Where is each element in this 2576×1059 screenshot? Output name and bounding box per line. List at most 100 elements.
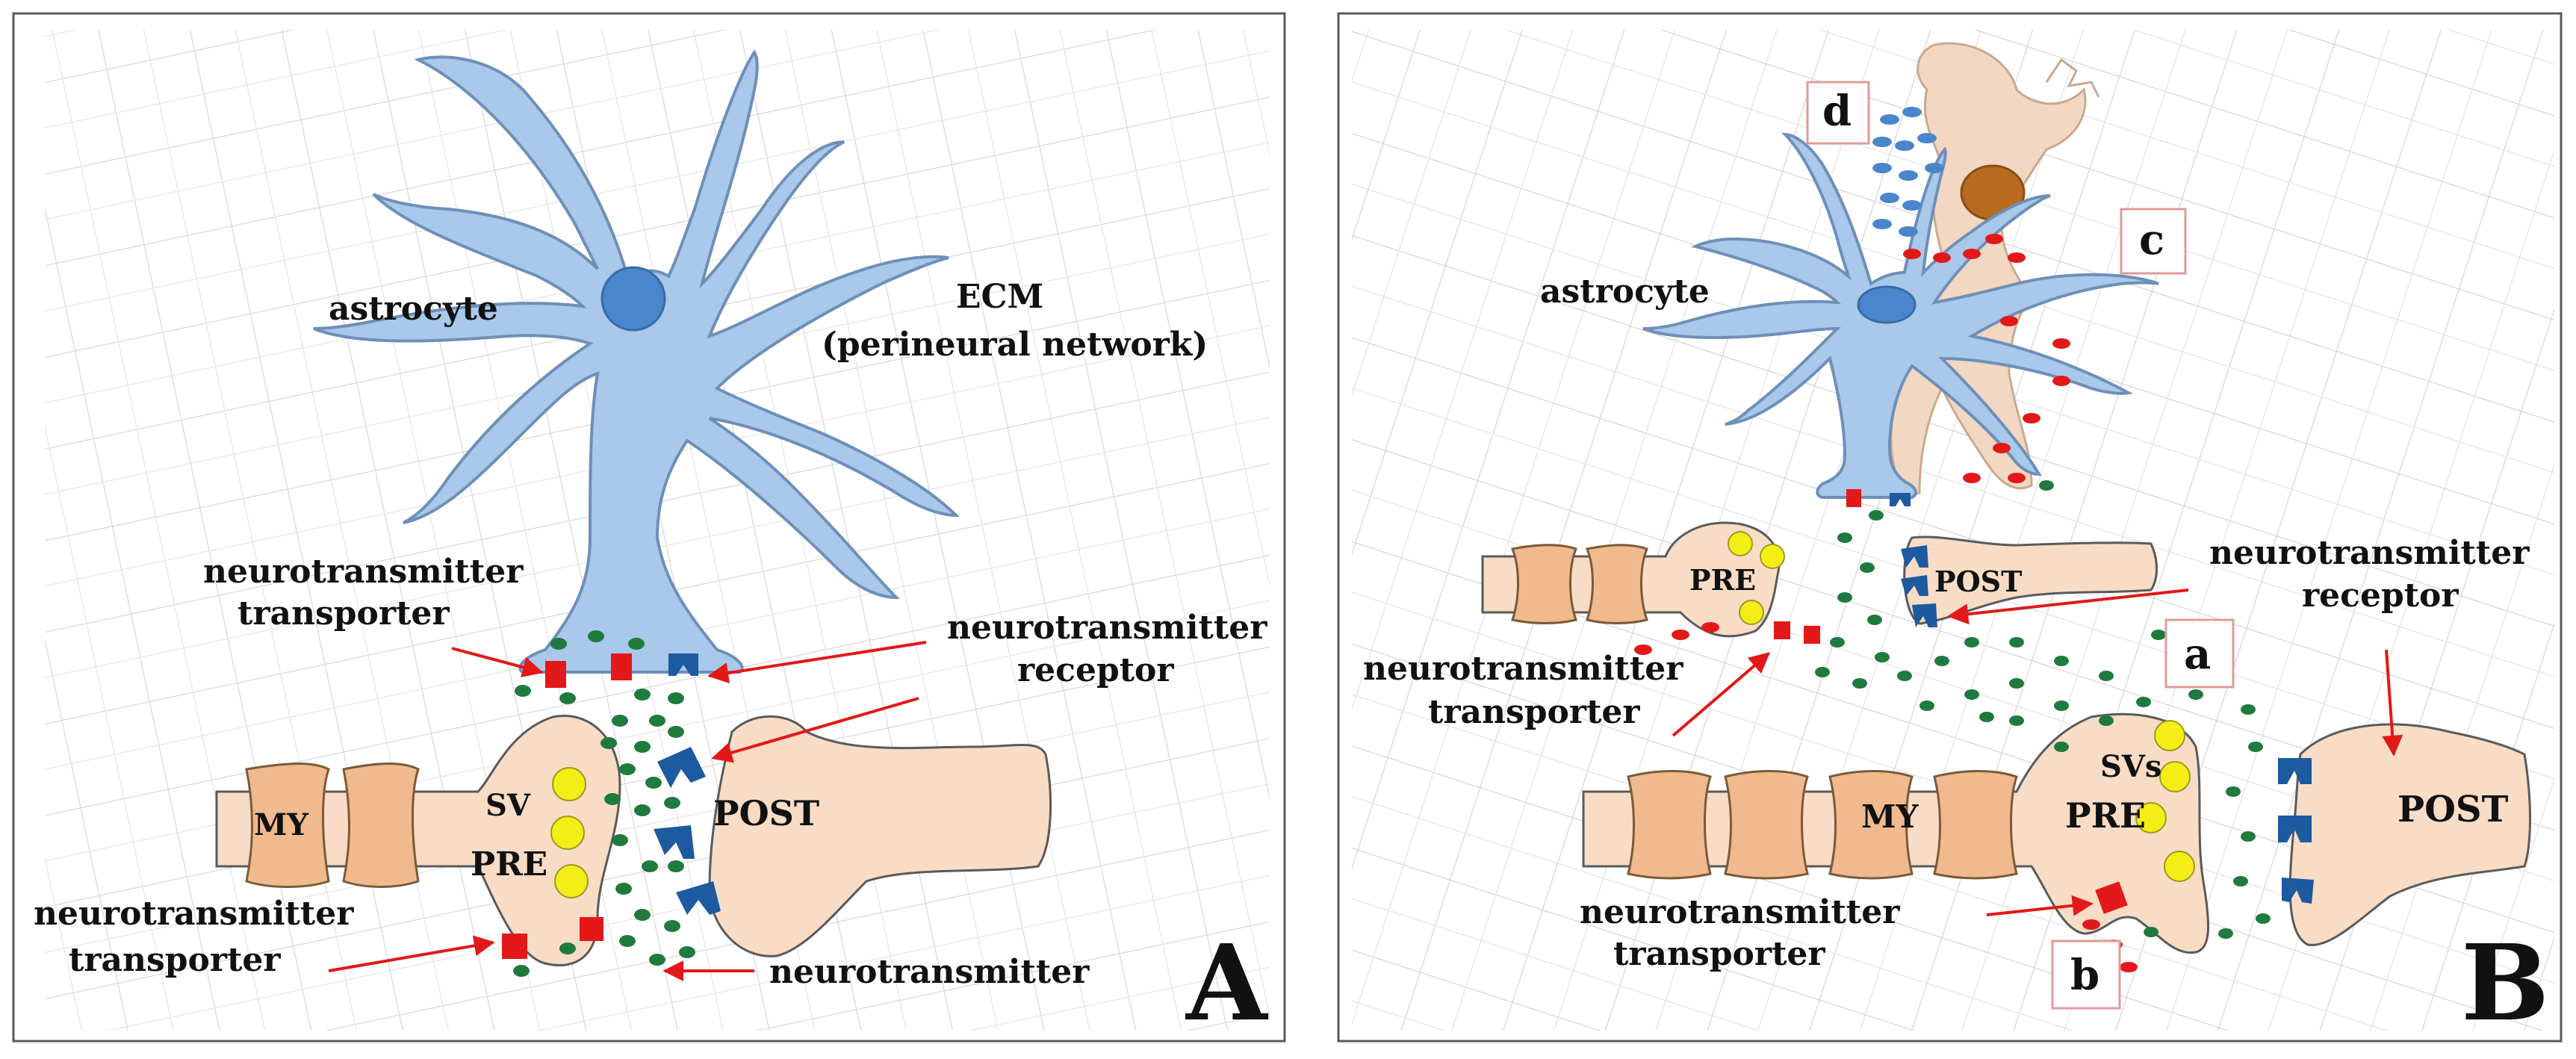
nt-a-28	[559, 942, 576, 954]
nt-b-22	[2241, 704, 2256, 715]
transporter-a-1	[545, 661, 566, 688]
nt-b-30	[2136, 697, 2151, 707]
myelin-1-a	[245, 763, 330, 888]
arrow-b-transporter-bottom	[1986, 895, 2094, 916]
nt-a-18	[612, 834, 628, 846]
red-b-9	[1993, 443, 2011, 453]
label-transporter-mid-b-1: neurotransmitter	[1363, 650, 1683, 688]
vesicle-top-b-3	[1739, 600, 1764, 625]
vesicle-bottom-b-3	[2135, 802, 2167, 833]
red-b-16	[2082, 919, 2100, 930]
nt-b-5	[1867, 615, 1882, 625]
astrocyte-a	[313, 49, 960, 674]
receptor-a-1	[668, 653, 698, 676]
nt-a-11	[634, 741, 651, 753]
nt-b-35	[1979, 712, 1994, 722]
nt-a-19	[642, 860, 658, 872]
nt-b-2	[1837, 532, 1852, 543]
red-b-20	[2120, 962, 2138, 972]
label-transporter-bottom-b-2: transporter	[1613, 935, 1825, 973]
label-perineural-a: (perineural network)	[822, 326, 1208, 364]
transporter-a-2	[611, 653, 632, 680]
label-receptor-a-1: neurotransmitter	[947, 609, 1267, 647]
nt-a-15	[604, 793, 621, 805]
nt-b-13	[2009, 637, 2024, 647]
red-b-15	[1701, 622, 1719, 633]
myelin-top-b-1	[1510, 544, 1577, 624]
label-post-bottom-b: POST	[2397, 789, 2509, 830]
nt-b-24	[2226, 786, 2241, 797]
nt-a-24	[619, 935, 636, 947]
vesicle-a-2	[550, 816, 585, 850]
blue-b-4	[1895, 140, 1914, 151]
vesicle-top-b-2	[1760, 544, 1785, 569]
red-b-4	[1985, 234, 2003, 244]
nt-b-14	[2054, 656, 2069, 666]
arrow-b-receptor-bottom	[2382, 649, 2403, 757]
arrow-a-receptor-2	[711, 697, 919, 763]
arrow-b-receptor-top	[1947, 588, 2189, 625]
label-pre-bottom-b: PRE	[2065, 795, 2146, 836]
blue-b-9	[1880, 193, 1899, 203]
receptor-top-b-3	[1912, 603, 1937, 627]
label-transporter-top-a-2: transporter	[238, 594, 450, 633]
nt-b-16	[2009, 678, 2024, 689]
box-a	[2164, 618, 2235, 689]
nt-b-29	[2144, 927, 2158, 937]
blue-b-1	[1880, 114, 1899, 125]
label-receptor-b-1: neurotransmitter	[2209, 534, 2530, 572]
nt-a-4	[515, 685, 531, 697]
label-astrocyte-b: astrocyte	[1540, 273, 1710, 311]
red-b-8	[2023, 413, 2040, 423]
receptor-bottom-b-1	[2278, 758, 2312, 784]
vesicle-top-b-1	[1728, 531, 1753, 556]
label-sv-a: SV	[485, 788, 531, 823]
blue-b-10	[1902, 200, 1922, 211]
label-box-c: c	[2139, 215, 2164, 264]
label-transporter-top-a-1: neurotransmitter	[203, 553, 524, 591]
myelin-bottom-b-3	[1828, 770, 1914, 880]
nt-b-11	[1934, 656, 1949, 666]
blue-b-12	[1899, 226, 1918, 237]
neurotransmitter-dots-b	[1815, 480, 2271, 939]
nt-a-25	[649, 954, 665, 966]
nt-b-4	[1837, 592, 1852, 603]
label-my-a: MY	[254, 807, 308, 842]
nt-b-23	[2248, 742, 2263, 752]
nt-a-8	[612, 715, 628, 727]
red-b-13	[1634, 645, 1652, 655]
label-post-top-b: POST	[1934, 565, 2022, 598]
nt-b-9	[1852, 678, 1867, 689]
nt-b-10	[1897, 671, 1912, 681]
nt-b-21	[2188, 689, 2203, 700]
nt-b-32	[2151, 630, 2166, 640]
label-ecm-a: ECM	[956, 278, 1043, 316]
blue-b-5	[1917, 133, 1937, 143]
label-post-a: POST	[713, 793, 819, 833]
nt-b-12	[1964, 637, 1979, 647]
nt-a-27	[513, 965, 530, 977]
nt-b-18	[1919, 701, 1934, 711]
nt-a-26	[679, 946, 695, 958]
nt-a-23	[664, 920, 680, 932]
label-my-b: MY	[1861, 798, 1919, 835]
label-svs-b: SVs	[2100, 749, 2161, 784]
nt-b-36	[2039, 480, 2054, 491]
nt-b-34	[2054, 742, 2069, 752]
nt-b-26	[2233, 876, 2248, 886]
nt-a-6	[634, 689, 651, 701]
label-neurotransmitter-a: neurotransmitter	[769, 953, 1090, 991]
myelin-top-b-2	[1585, 544, 1648, 624]
box-b	[2051, 940, 2121, 1010]
transporter-a-4	[580, 917, 603, 941]
receptor-a-2	[657, 747, 706, 788]
label-box-d: d	[1822, 87, 1852, 136]
red-b-6	[2000, 316, 2018, 326]
blue-b-2	[1902, 107, 1922, 117]
red-b-14	[1672, 630, 1689, 640]
receptor-b-astro	[1890, 493, 1911, 506]
vesicle-bottom-b-4	[2164, 851, 2195, 882]
red-b-3	[1963, 249, 1981, 259]
